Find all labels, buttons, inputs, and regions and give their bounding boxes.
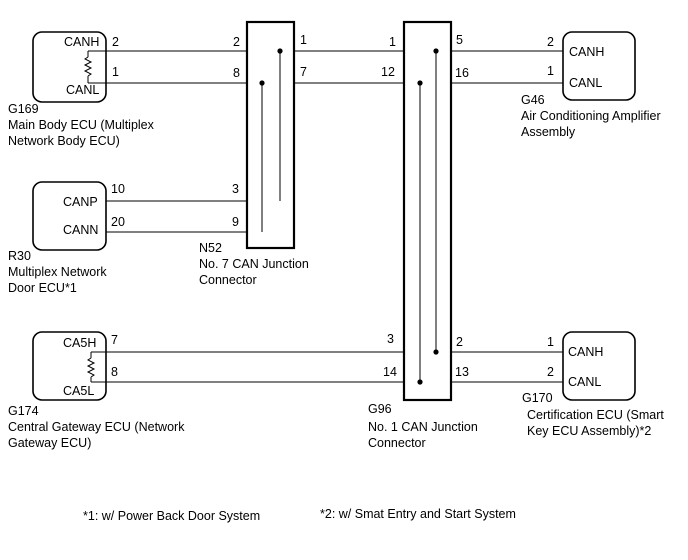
pin-name-label: CANL xyxy=(66,83,99,97)
pin-name-label: CANH xyxy=(64,35,99,49)
component-code: R30 xyxy=(8,249,31,263)
pin-number: 1 xyxy=(547,335,554,349)
pin-number: 14 xyxy=(383,365,397,379)
ecu-box-main-body xyxy=(32,31,107,103)
pin-number: 20 xyxy=(111,215,125,229)
component-name: Main Body ECU (Multiplex xyxy=(8,118,155,132)
junction-dot xyxy=(417,379,423,385)
pin-name-label: CA5L xyxy=(63,384,94,398)
pin-name-label: CANL xyxy=(568,375,601,389)
connector-name: Connector xyxy=(368,436,426,450)
pin-name-label: CANH xyxy=(569,45,604,59)
ecu-box-door xyxy=(32,181,107,251)
pin-number: 8 xyxy=(111,365,118,379)
component-name: Central Gateway ECU (Network xyxy=(8,420,185,434)
ecu-box-certification xyxy=(562,331,636,401)
component-code: G169 xyxy=(8,102,39,116)
component-name: Key ECU Assembly)*2 xyxy=(527,424,651,438)
component-name: Door ECU*1 xyxy=(8,281,77,295)
pin-name-label: CANH xyxy=(568,345,603,359)
resistor-icon xyxy=(83,56,93,77)
pin-number: 1 xyxy=(300,33,307,47)
component-name: Certification ECU (Smart xyxy=(527,408,664,422)
component-name: Assembly xyxy=(521,125,576,139)
component-name: Multiplex Network xyxy=(8,265,107,279)
pin-number: 12 xyxy=(381,65,395,79)
pin-number: 13 xyxy=(455,365,469,379)
resistor-icon xyxy=(86,357,96,378)
junction-dot xyxy=(433,349,439,355)
pin-number: 2 xyxy=(547,365,554,379)
connector-code: G96 xyxy=(368,402,392,416)
pin-number: 2 xyxy=(456,335,463,349)
pin-number: 3 xyxy=(387,332,394,346)
component-name: Air Conditioning Amplifier xyxy=(521,109,661,123)
component-code: G170 xyxy=(522,391,553,405)
pin-number: 1 xyxy=(389,35,396,49)
pin-number: 7 xyxy=(111,333,118,347)
connector-name: Connector xyxy=(199,273,257,287)
junction-connector-g96 xyxy=(402,20,453,402)
connector-code: N52 xyxy=(199,241,222,255)
component-name: Gateway ECU) xyxy=(8,436,91,450)
pin-name-label: CA5H xyxy=(63,336,96,350)
junction-connector-n52 xyxy=(245,20,296,250)
junction-dot xyxy=(277,48,283,54)
junction-dot xyxy=(417,80,423,86)
pin-number: 1 xyxy=(112,65,119,79)
pin-number: 3 xyxy=(232,182,239,196)
footnote-smart-entry: *2: w/ Smat Entry and Start System xyxy=(320,507,516,521)
pin-number: 1 xyxy=(547,64,554,78)
ecu-box-ac-amplifier xyxy=(562,31,636,101)
pin-number: 2 xyxy=(112,35,119,49)
pin-name-label: CANN xyxy=(63,223,98,237)
connector-name: No. 1 CAN Junction xyxy=(368,420,478,434)
pin-number: 5 xyxy=(456,33,463,47)
footnote-power-back-door: *1: w/ Power Back Door System xyxy=(83,509,260,523)
pin-name-label: CANL xyxy=(569,76,602,90)
pin-number: 16 xyxy=(455,66,469,80)
pin-number: 9 xyxy=(232,215,239,229)
connector-name: No. 7 CAN Junction xyxy=(199,257,309,271)
pin-number: 10 xyxy=(111,182,125,196)
pin-number: 7 xyxy=(300,65,307,79)
pin-number: 2 xyxy=(547,35,554,49)
pin-number: 8 xyxy=(233,66,240,80)
component-name: Network Body ECU) xyxy=(8,134,120,148)
component-code: G46 xyxy=(521,93,545,107)
junction-dot xyxy=(259,80,265,86)
pin-name-label: CANP xyxy=(63,195,98,209)
pin-number: 2 xyxy=(233,35,240,49)
component-code: G174 xyxy=(8,404,39,418)
junction-dot xyxy=(433,48,439,54)
ecu-box-gateway xyxy=(32,331,107,401)
